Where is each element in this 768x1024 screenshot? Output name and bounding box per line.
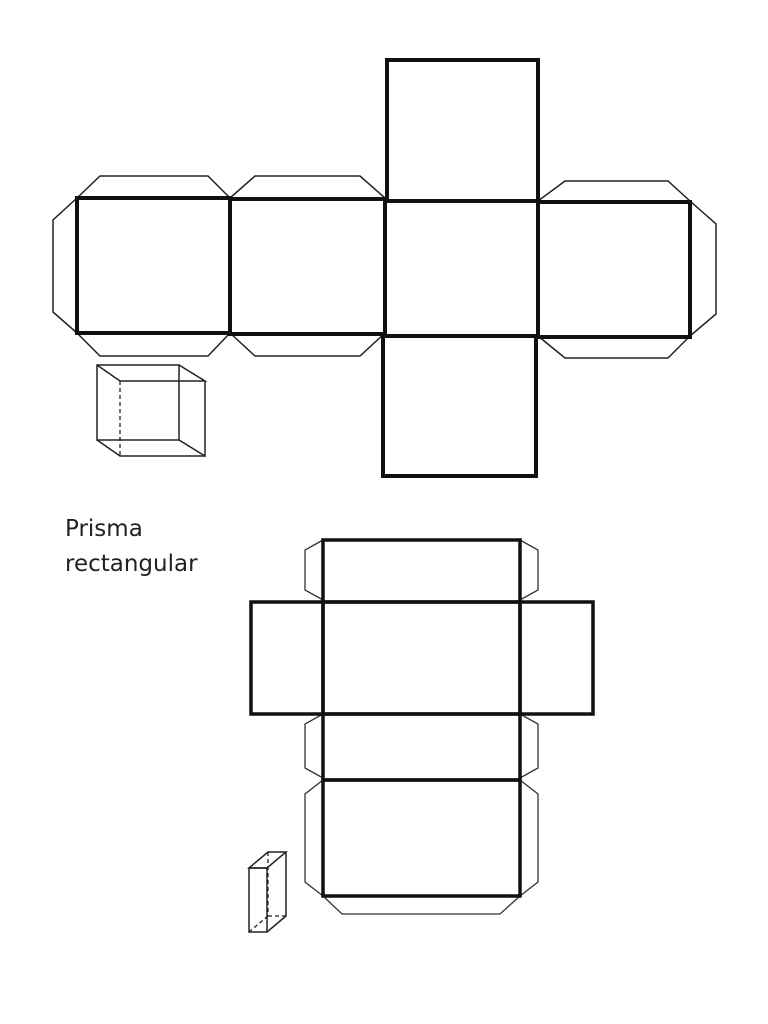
- cube-tab-top-1: [76, 175, 231, 199]
- cube-tab-left: [52, 197, 78, 334]
- cube-tab-top-2: [229, 175, 386, 199]
- prism-label-line1: Prisma: [65, 516, 143, 542]
- cube-top-face: [96, 364, 208, 382]
- prism-front-face: [248, 867, 268, 933]
- prism-label-line2: rectangular: [65, 551, 198, 577]
- prism-tab-left-1: [304, 539, 324, 601]
- prism-tab-left-2: [304, 713, 324, 779]
- prism-face-right: [518, 600, 595, 716]
- cube-face-bottom: [381, 334, 538, 478]
- cube-tab-top-4: [537, 180, 691, 202]
- prism-tab-right-3: [519, 779, 539, 897]
- cube-tab-bottom-4: [537, 335, 691, 359]
- prism-face-front: [321, 600, 522, 716]
- cube-net: [52, 58, 717, 478]
- prism-label: Prisma rectangular: [65, 512, 245, 582]
- prism-tab-bottom: [322, 895, 521, 915]
- prism-hidden-edges: [248, 852, 286, 933]
- prism-face-top: [321, 538, 522, 604]
- prism-face-left: [249, 600, 325, 716]
- cube-front-face: [96, 364, 180, 441]
- prism-tab-right-2: [519, 713, 539, 779]
- prism-net: [249, 538, 595, 915]
- cube-tab-bottom-2: [229, 332, 386, 357]
- cube-face-top: [385, 58, 540, 203]
- cube-face-1: [75, 196, 232, 335]
- cube-face-4: [536, 200, 692, 339]
- cube-bottom-edge: [96, 439, 205, 457]
- cube-illustration: [96, 364, 208, 458]
- cube-side-face: [178, 381, 206, 458]
- cube-tab-right: [689, 200, 717, 337]
- prism-face-back: [321, 778, 522, 898]
- prism-illustration: [246, 851, 289, 933]
- cube-tab-bottom-1: [76, 332, 231, 357]
- prism-tab-right-1: [519, 539, 539, 601]
- prism-side-face: [266, 852, 287, 933]
- prism-face-bottom: [321, 712, 522, 782]
- prism-tab-left-3: [304, 779, 324, 897]
- cube-face-3: [383, 199, 540, 338]
- cube-face-2: [228, 197, 387, 336]
